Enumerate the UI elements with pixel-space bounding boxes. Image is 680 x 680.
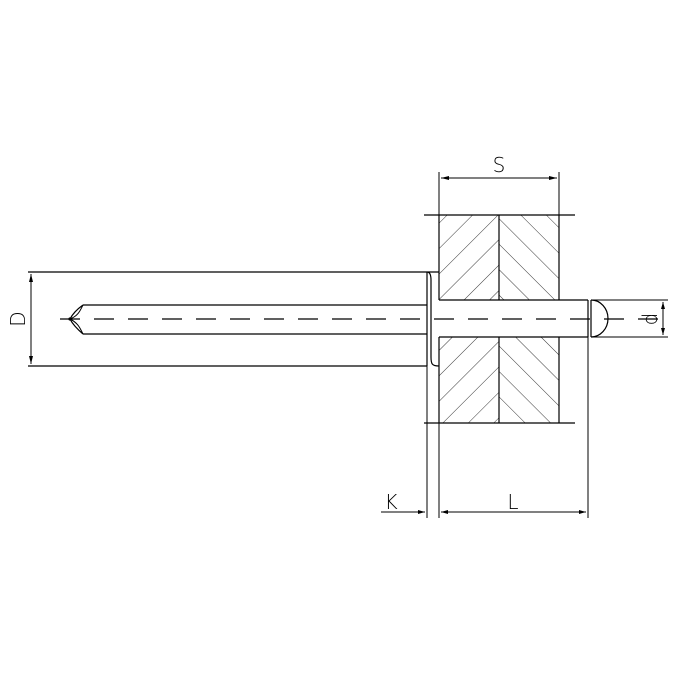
dim-S: S: [438, 153, 560, 215]
dim-K: K: [381, 490, 448, 514]
dim-d: d: [591, 299, 668, 338]
dim-D: D: [6, 274, 33, 364]
rivet-head: [426, 271, 440, 367]
label-L: L: [507, 490, 518, 514]
mandrel: [28, 271, 427, 367]
plate-right: [499, 215, 559, 423]
label-d: d: [638, 313, 662, 326]
plate-left: [439, 215, 499, 423]
label-K: K: [384, 490, 397, 514]
label-D: D: [6, 311, 30, 326]
dim-L: L: [441, 490, 586, 514]
label-S: S: [493, 153, 506, 177]
